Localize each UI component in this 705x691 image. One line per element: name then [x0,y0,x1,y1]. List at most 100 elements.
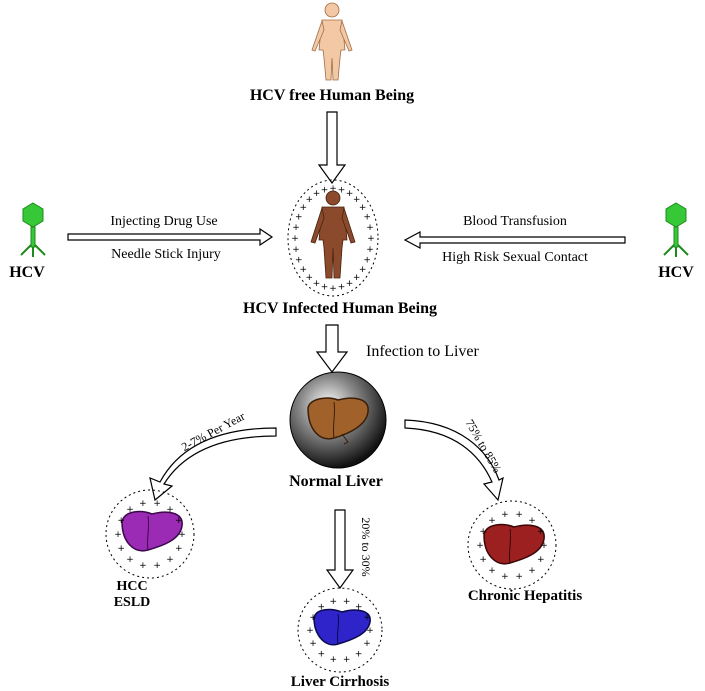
infected-plus-ring: ++++++++++++++++++++++++++++ [291,184,375,294]
plus-mark: + [175,516,183,526]
arrow-down-2 [315,324,349,373]
plus-mark: + [363,639,371,649]
chronic-circle [467,500,557,590]
plus-mark: + [343,597,351,607]
plus-mark: + [329,284,337,294]
plus-mark: + [318,650,326,660]
plus-mark: + [117,544,125,554]
infection-halo [287,179,379,297]
plus-mark: + [528,516,536,526]
cirrhosis-liver-icon [313,608,371,646]
route-sexual-contact: High Risk Sexual Contact [442,250,588,265]
plus-mark: + [166,505,174,515]
chronic-label: Chronic Hepatitis [468,588,582,604]
plus-mark: + [139,561,147,571]
plus-mark: + [363,256,371,266]
plus-mark: + [295,256,303,266]
arrow-curved-right [404,419,504,502]
plus-mark: + [166,555,174,565]
plus-mark: + [153,561,161,571]
plus-mark: + [309,613,317,623]
plus-mark: + [359,203,367,213]
hcc-liver-icon [121,510,183,552]
normal-liver-icon [307,397,369,445]
plus-mark: + [501,510,509,520]
virus-icon-left [20,202,46,257]
infected-person-icon [310,190,356,279]
plus-mark: + [353,273,361,283]
plus-mark: + [338,283,346,293]
plus-mark: + [114,530,122,540]
plus-mark: + [476,541,484,551]
arrow-curved-left [149,427,277,502]
plus-mark: + [330,597,338,607]
plus-mark: + [540,541,548,551]
plus-mark: + [318,603,326,613]
healthy-person-label: HCV free Human Being [250,87,414,104]
cirrhosis-plus-ring: ++++++++++++++ [306,597,374,665]
plus-mark: + [175,544,183,554]
plus-mark: + [292,245,300,255]
plus-mark: + [537,527,545,537]
infection-to-liver-label: Infection to Liver [366,343,480,360]
plus-mark: + [355,650,363,660]
plus-mark: + [295,212,303,222]
plus-mark: + [479,555,487,565]
arrow-left-routes [67,227,274,247]
plus-mark: + [537,555,545,565]
plus-mark: + [153,499,161,509]
plus-mark: + [346,189,354,199]
plus-mark: + [330,655,338,665]
plus-mark: + [117,516,125,526]
route-needle-stick: Needle Stick Injury [111,247,221,262]
chronic-liver-icon [483,523,545,565]
plus-mark: + [355,603,363,613]
plus-mark: + [366,245,374,255]
plus-mark: + [313,189,321,199]
plus-mark: + [353,195,361,205]
infected-person-label: HCV Infected Human Being [243,300,437,317]
plus-mark: + [313,279,321,289]
route-blood-transfusion: Blood Transfusion [463,214,567,229]
plus-mark: + [139,499,147,509]
plus-mark: + [291,234,299,244]
virus-label-right: HCV [658,264,694,281]
plus-mark: + [329,184,337,194]
plus-mark: + [515,572,523,582]
branch-label-center: 20% to 30% [359,517,373,576]
esld-label: ESLD [114,595,151,610]
plus-mark: + [363,613,371,623]
plus-mark: + [300,203,308,213]
plus-mark: + [363,212,371,222]
plus-mark: + [488,516,496,526]
plus-mark: + [359,265,367,275]
plus-mark: + [309,639,317,649]
hcc-circle [105,489,195,579]
plus-mark: + [528,566,536,576]
plus-mark: + [501,572,509,582]
hcc-label: HCC [116,579,147,594]
plus-mark: + [126,555,134,565]
plus-mark: + [292,223,300,233]
plus-mark: + [366,223,374,233]
hcc-plus-ring: ++++++++++++++ [114,499,186,571]
plus-mark: + [488,566,496,576]
cirrhosis-circle [297,587,383,673]
plus-mark: + [338,185,346,195]
plus-mark: + [178,530,186,540]
chronic-plus-ring: ++++++++++++++ [476,510,548,582]
route-injecting-drug-use: Injecting Drug Use [110,214,217,229]
virus-label-left: HCV [9,264,45,281]
arrow-down-1 [317,111,347,185]
arrow-right-routes [403,231,626,249]
plus-mark: + [343,655,351,665]
healthy-person-icon [311,2,353,81]
plus-mark: + [300,265,308,275]
plus-mark: + [306,195,314,205]
virus-icon-right [663,202,689,257]
plus-mark: + [126,505,134,515]
normal-liver-label: Normal Liver [289,473,383,490]
plus-mark: + [346,279,354,289]
